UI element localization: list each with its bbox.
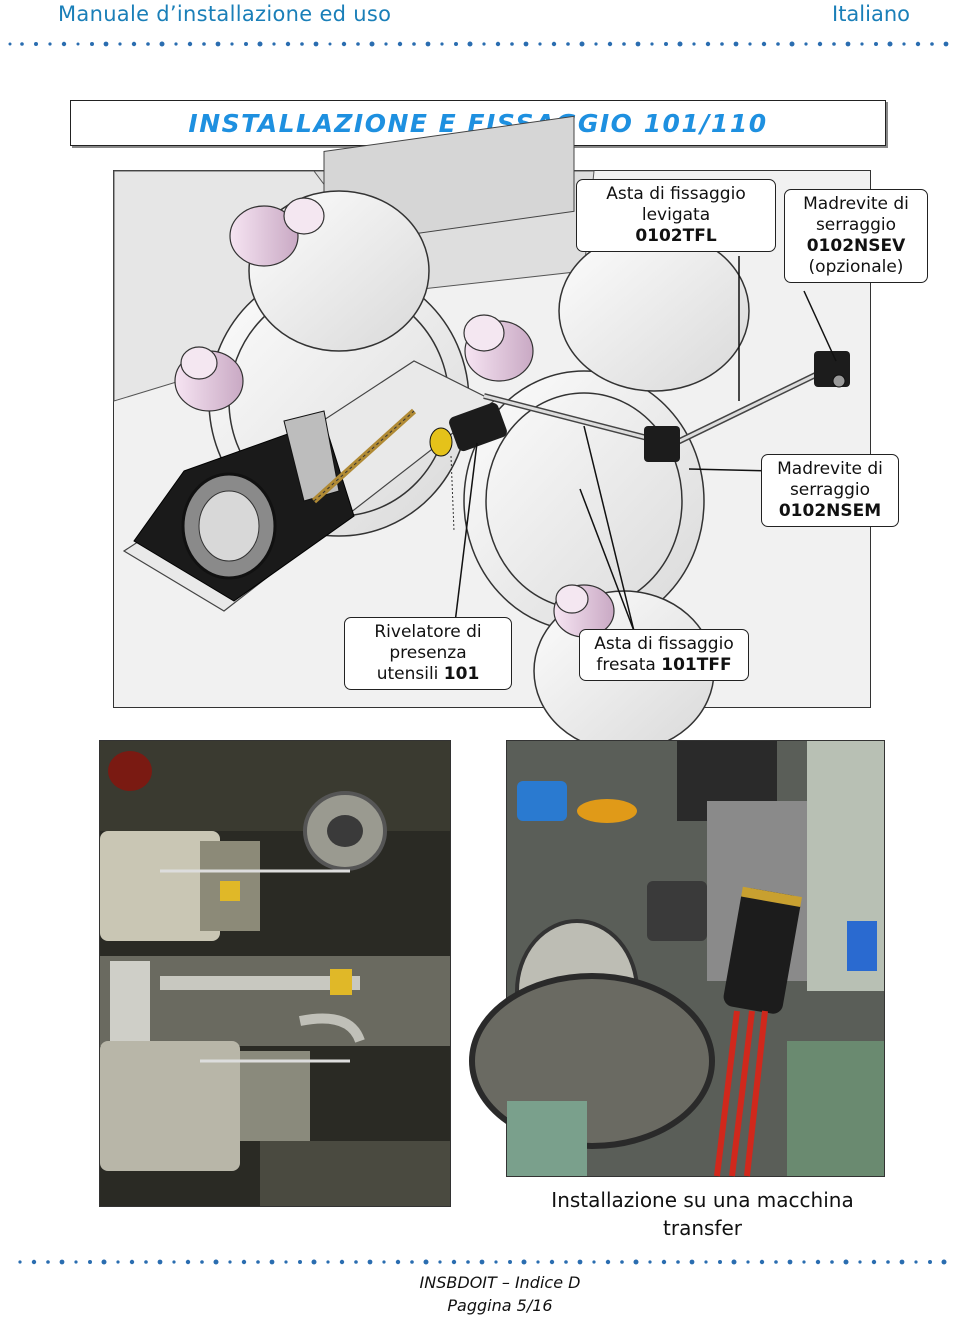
top-dotted-divider [8, 41, 949, 47]
label-tfl: Asta di fissaggio levigata 0102TFL [576, 179, 776, 252]
cad-illustration: Asta di fissaggio levigata 0102TFL Madre… [113, 115, 928, 752]
photo-caption: Installazione su una macchina transfer [551, 1188, 854, 1240]
photo-machine-right [469, 740, 885, 1177]
language-label: Italiano [832, 2, 910, 26]
label-rivelatore: Rivelatore di presenza utensili 101 [344, 617, 512, 690]
page-footer: INSBDOIT – Indice D Paggina 5/16 [350, 1271, 650, 1317]
label-nsem: Madrevite di serraggio 0102NSEM [761, 454, 899, 527]
cad-drawing [113, 115, 870, 752]
photo-machine-left [99, 740, 451, 1207]
label-tff: Asta di fissaggio fresata 101TFF [579, 629, 749, 681]
manual-title: Manuale d’installazione ed uso [58, 2, 392, 26]
label-nsev: Madrevite di serraggio 0102NSEV (opziona… [784, 189, 928, 283]
photo-right-drawing [469, 741, 884, 1177]
bottom-dotted-divider [18, 1259, 947, 1265]
photo-left-drawing [100, 741, 450, 1206]
document-code: INSBDOIT – Indice D [419, 1273, 581, 1292]
page-number: Paggina 5/16 [447, 1296, 553, 1315]
